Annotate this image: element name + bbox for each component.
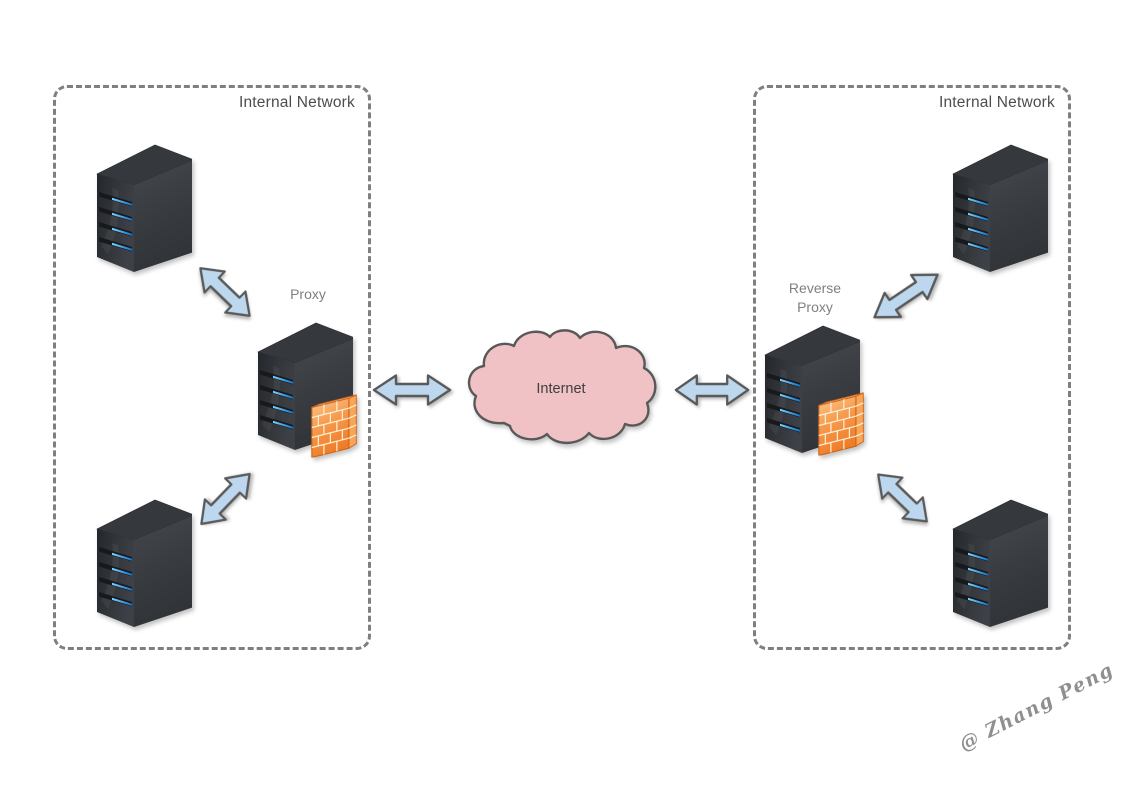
internal-network-zone-right: Internal Network — [753, 85, 1071, 650]
server-icon-bottom-left — [92, 497, 192, 627]
proxy-label: Proxy — [290, 286, 326, 302]
zone-label-left: Internal Network — [238, 94, 355, 111]
internal-network-zone-left: Internal Network — [53, 85, 371, 650]
firewall-icon-reverse-proxy — [817, 392, 867, 456]
server-icon-top-right — [948, 142, 1048, 272]
server-icon-top-left — [92, 142, 192, 272]
double-arrow-proxy-internet-icon — [372, 373, 452, 407]
double-arrow-internet-reverse-proxy-icon — [674, 373, 750, 407]
server-icon-bottom-right — [948, 497, 1048, 627]
signature: @ Zhang Peng — [955, 658, 1118, 756]
firewall-icon-proxy — [310, 394, 360, 458]
zone-label-right: Internal Network — [938, 94, 1055, 111]
reverse-proxy-label: Reverse Proxy — [788, 280, 842, 316]
internet-label: Internet — [536, 381, 586, 397]
